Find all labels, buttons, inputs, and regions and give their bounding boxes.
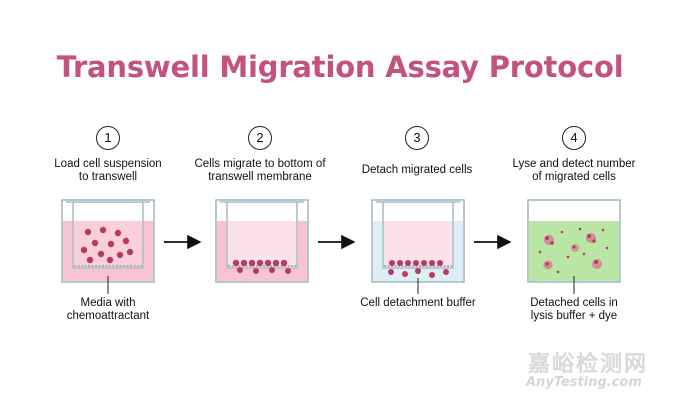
step-4-callout-line1: Detached cells in xyxy=(530,297,618,309)
step-2-label-line2: transwell membrane xyxy=(208,171,312,183)
step-2-label: Cells migrate to bottom of transwell mem… xyxy=(180,158,340,184)
step-3-callout-line1: Cell detachment buffer xyxy=(360,297,476,309)
step-4-label-line1: Lyse and detect number xyxy=(512,158,636,170)
well-1 xyxy=(61,199,155,294)
step-1-callout: Media with chemoattractant xyxy=(33,297,183,323)
watermark-chinese: 嘉峪检测网 xyxy=(528,352,649,377)
step-4-callout: Detached cells in lysis buffer + dye xyxy=(499,297,649,323)
step-4-number: 4 xyxy=(562,126,586,150)
well-3 xyxy=(371,199,465,294)
step-1-label-line1: Load cell suspension xyxy=(54,158,162,170)
well-3-cells xyxy=(388,260,449,278)
step-1-label-line2: to transwell xyxy=(78,171,138,183)
well-2-cells xyxy=(232,259,291,274)
step-3-number: 3 xyxy=(405,126,429,150)
well-4 xyxy=(527,199,621,294)
well-1-cells xyxy=(80,226,134,264)
step-2-number: 2 xyxy=(248,126,272,150)
step-1-callout-line2: chemoattractant xyxy=(66,310,150,322)
step-2-label-line1: Cells migrate to bottom of xyxy=(194,158,326,170)
step-3-label: Detach migrated cells xyxy=(337,164,497,177)
step-3-label-line1: Detach migrated cells xyxy=(361,164,473,176)
step-4-callout-line2: lysis buffer + dye xyxy=(530,310,618,322)
well-2 xyxy=(215,199,309,283)
page-title: Transwell Migration Assay Protocol xyxy=(56,50,624,84)
step-1-label: Load cell suspension to transwell xyxy=(28,158,188,184)
well-4-cells xyxy=(538,227,609,274)
watermark-english: AnyTesting.com xyxy=(526,375,642,390)
step-3-callout: Cell detachment buffer xyxy=(343,297,493,310)
step-4-label-line2: of migrated cells xyxy=(532,171,616,183)
step-4-label: Lyse and detect number of migrated cells xyxy=(494,158,654,184)
step-1-callout-line1: Media with xyxy=(80,297,136,309)
step-1-number: 1 xyxy=(96,126,120,150)
